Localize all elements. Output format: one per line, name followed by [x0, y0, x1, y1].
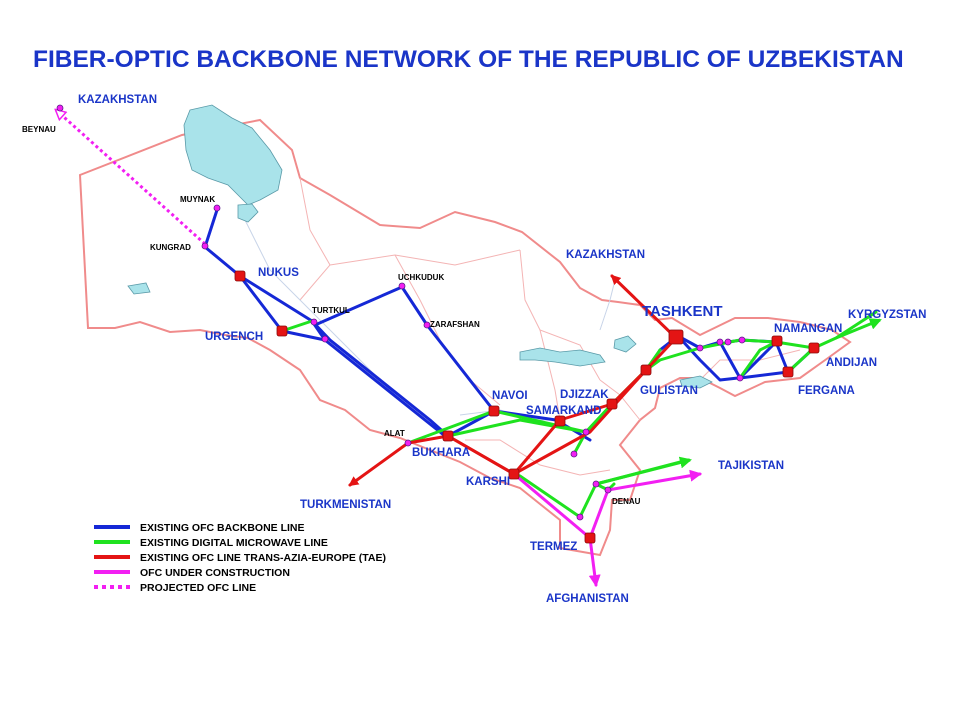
node-relay-6: [724, 338, 732, 346]
node-relay-8: [736, 374, 744, 382]
label-turkmenistan: TURKMENISTAN: [300, 499, 391, 511]
label-tashkent: TASHKENT: [642, 303, 723, 320]
label-bukhara: BUKHARA: [412, 447, 470, 459]
label-kyrgyzstan: KYRGYZSTAN: [848, 309, 926, 321]
node-uchkuduk: [398, 282, 406, 290]
svg-text:EXISTING OFC BACKBONE LINE: EXISTING OFC BACKBONE LINE: [140, 522, 305, 534]
node-relay-4: [582, 428, 590, 436]
label-turtkul: TURTKUL: [312, 306, 350, 315]
legend: EXISTING OFC BACKBONE LINE EXISTING DIGI…: [94, 522, 386, 594]
reservoir-c: [127, 282, 151, 295]
node-turtkul: [310, 318, 318, 326]
aydar-lake: [519, 347, 606, 367]
label-kazakhstan-ne: KAZAKHSTAN: [566, 249, 645, 261]
legend-item-backbone: EXISTING OFC BACKBONE LINE: [94, 522, 305, 534]
label-uchkuduk: UCHKUDUK: [398, 273, 444, 282]
node-zarafshan: [423, 321, 431, 329]
node-relay-9: [716, 338, 724, 346]
label-termez: TERMEZ: [530, 541, 577, 553]
node-relay-7: [738, 336, 746, 344]
node-kungrad: [201, 242, 209, 250]
svg-text:EXISTING DIGITAL MICROWAVE LIN: EXISTING DIGITAL MICROWAVE LINE: [140, 537, 328, 549]
node-samarkand: [554, 415, 566, 427]
node-turtkul-2: [321, 335, 329, 343]
node-andijan: [808, 342, 820, 354]
svg-text:OFC UNDER CONSTRUCTION: OFC UNDER CONSTRUCTION: [140, 567, 290, 579]
node-alat: [404, 439, 412, 447]
legend-item-construction: OFC UNDER CONSTRUCTION: [94, 567, 290, 579]
legend-item-microwave: EXISTING DIGITAL MICROWAVE LINE: [94, 537, 328, 549]
node-beynau: [56, 104, 64, 112]
label-alat: ALAT: [384, 429, 405, 438]
label-afghanistan: AFGHANISTAN: [546, 593, 629, 605]
aral-sea: [183, 104, 283, 206]
node-denau: [604, 486, 612, 494]
node-djizzak: [606, 398, 618, 410]
label-andijan: ANDIJAN: [826, 357, 877, 369]
svg-text:PROJECTED OFC LINE: PROJECTED OFC LINE: [140, 582, 256, 594]
node-namangan: [771, 335, 783, 347]
arrow-tajikistan: [595, 456, 692, 486]
major-nodes: [234, 270, 820, 544]
label-denau: DENAU: [612, 497, 641, 506]
label-namangan: NAMANGAN: [774, 323, 842, 335]
uzbekistan-border: [78, 118, 852, 557]
minor-nodes: [56, 104, 746, 521]
node-bukhara: [442, 430, 454, 442]
node-gulistan: [640, 364, 652, 376]
map-title: FIBER-OPTIC BACKBONE NETWORK OF THE REPU…: [33, 46, 904, 73]
label-karshi: KARSHI: [466, 476, 510, 488]
map-labels: KAZAKHSTAN BEYNAU MUYNAK KUNGRAD NUKUS T…: [22, 94, 926, 605]
label-zarafshan: ZARAFSHAN: [430, 320, 480, 329]
reservoir-b: [679, 375, 713, 389]
node-tashkent: [668, 329, 684, 345]
label-gulistan: GULISTAN: [640, 385, 698, 397]
node-relay-2: [570, 450, 578, 458]
node-navoi: [488, 405, 500, 417]
node-nukus: [234, 270, 246, 282]
node-termez: [584, 532, 596, 544]
label-muynak: MUYNAK: [180, 195, 215, 204]
water-bodies: [127, 104, 713, 389]
node-relay-1: [592, 480, 600, 488]
label-kungrad: KUNGRAD: [150, 243, 191, 252]
label-fergana: FERGANA: [798, 385, 855, 397]
legend-item-projected: PROJECTED OFC LINE: [94, 582, 256, 594]
svg-text:EXISTING OFC LINE TRANS-AZIA-E: EXISTING OFC LINE TRANS-AZIA-EUROPE (TAE…: [140, 552, 386, 564]
node-urgench: [276, 325, 288, 337]
small-lake-west: [237, 203, 259, 223]
label-beynau: BEYNAU: [22, 125, 56, 134]
node-fergana: [782, 366, 794, 378]
label-navoi: NAVOI: [492, 390, 528, 402]
arrow-kyrgyzstan: [835, 318, 882, 340]
label-nukus: NUKUS: [258, 267, 299, 279]
label-urgench: URGENCH: [205, 331, 263, 343]
legend-item-tae: EXISTING OFC LINE TRANS-AZIA-EUROPE (TAE…: [94, 552, 386, 564]
label-djizzak: DJIZZAK: [560, 389, 609, 401]
label-tajikistan: TAJIKISTAN: [718, 460, 784, 472]
label-samarkand: SAMARKAND: [526, 405, 601, 417]
node-muynak: [213, 204, 221, 212]
label-kazakhstan-nw: KAZAKHSTAN: [78, 94, 157, 106]
reservoir-a: [613, 335, 637, 353]
node-relay-5: [696, 344, 704, 352]
node-relay-3: [576, 513, 584, 521]
node-karshi: [508, 468, 520, 480]
